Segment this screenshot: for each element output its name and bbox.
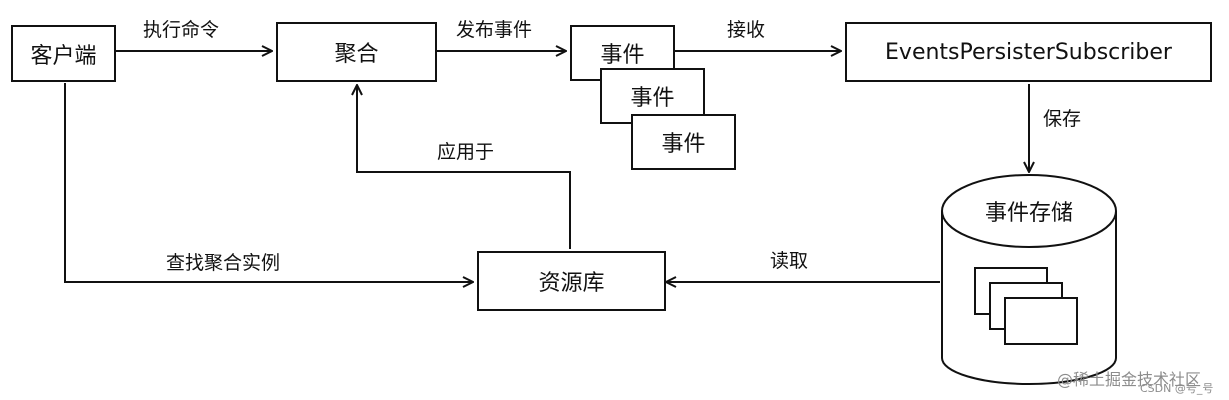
client-label: 客户端 — [30, 43, 97, 69]
event-label-2: 事件 — [630, 86, 675, 111]
edge-label-read: 读取 — [770, 250, 809, 272]
edge-label-receive: 接收 — [727, 19, 766, 41]
edge-label-apply-to: 应用于 — [437, 141, 495, 163]
event-label-1: 事件 — [600, 43, 645, 68]
event-box-3: 事件 — [631, 114, 736, 170]
arrow-repository-to-aggregate — [357, 85, 571, 249]
subscriber-label: EventsPersisterSubscriber — [885, 39, 1172, 65]
watermark-line-1: @稀土掘金技术社区 — [1057, 370, 1202, 389]
edge-label-publish-events: 发布事件 — [456, 19, 533, 41]
event-label-3: 事件 — [661, 132, 706, 157]
repository-label: 资源库 — [538, 271, 605, 296]
aggregate-box: 聚合 — [276, 22, 437, 82]
stored-events-stack-icon — [974, 267, 1078, 345]
subscriber-box: EventsPersisterSubscriber — [845, 22, 1212, 82]
watermark-line-2: CSDN @号_号 — [1140, 382, 1214, 395]
repository-box: 资源库 — [477, 251, 666, 311]
edge-label-save: 保存 — [1043, 108, 1082, 130]
arrow-client-to-repository — [64, 83, 473, 282]
aggregate-label: 聚合 — [334, 42, 379, 67]
event-store-label: 事件存储 — [984, 201, 1073, 226]
client-box: 客户端 — [11, 25, 116, 82]
edge-label-find-aggregate: 查找聚合实例 — [166, 252, 281, 274]
edge-label-execute-command: 执行命令 — [143, 19, 220, 41]
